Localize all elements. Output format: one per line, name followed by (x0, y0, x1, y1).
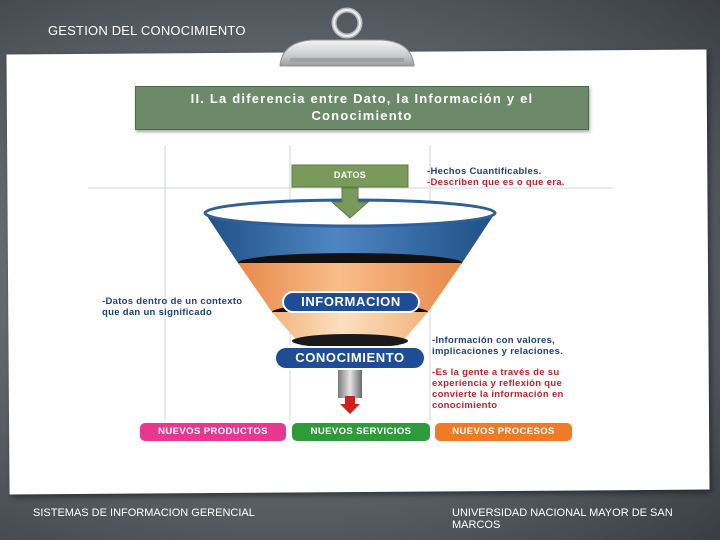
gente-notes: -Es la gente a través de su experiencia … (432, 367, 564, 411)
info-note-line1: -Datos dentro de un contexto (102, 296, 243, 307)
informacion-notes: -Datos dentro de un contexto que dan un … (102, 296, 242, 318)
binder-clip-icon (279, 7, 415, 67)
gente-note-line2: experiencia y reflexión que (432, 378, 563, 389)
conocimiento-label: CONOCIMIENTO (295, 350, 405, 365)
info-note-line2: que dan un significado (102, 307, 213, 318)
datos-label: DATOS (333, 170, 367, 180)
gente-note-line3: convierte la información en (432, 389, 564, 400)
slide-title-line1: II. La diferencia entre Dato, la Informa… (190, 91, 534, 106)
nuevos-servicios-badge: NUEVOS SERVICIOS (292, 423, 430, 441)
datos-notes: -Hechos Cuantificables. -Describen que e… (427, 166, 565, 188)
slide-title-line2: Conocimiento (311, 108, 413, 123)
gente-note-line1: -Es la gente a través de su (432, 367, 560, 378)
gente-note-line4: conocimiento (432, 400, 498, 411)
informacion-label: INFORMACION (301, 294, 401, 309)
footer-left: SISTEMAS DE INFORMACION GERENCIAL (33, 507, 255, 519)
header-title: GESTION DEL CONOCIMIENTO (48, 23, 246, 38)
nuevos-productos-badge: NUEVOS PRODUCTOS (140, 423, 286, 441)
nuevos-procesos-badge: NUEVOS PROCESOS (435, 423, 572, 441)
datos-note-line1: -Hechos Cuantificables. (427, 166, 542, 177)
slide-title: II. La diferencia entre Dato, la Informa… (135, 86, 589, 130)
valores-notes: -Información con valores, implicaciones … (432, 335, 563, 357)
datos-note-line2: -Describen que es o que era. (427, 177, 565, 188)
valores-note-line2: implicaciones y relaciones. (432, 346, 564, 357)
valores-note-line1: -Información con valores, (432, 335, 556, 346)
footer-right: UNIVERSIDAD NACIONAL MAYOR DE SAN MARCOS (452, 507, 673, 531)
